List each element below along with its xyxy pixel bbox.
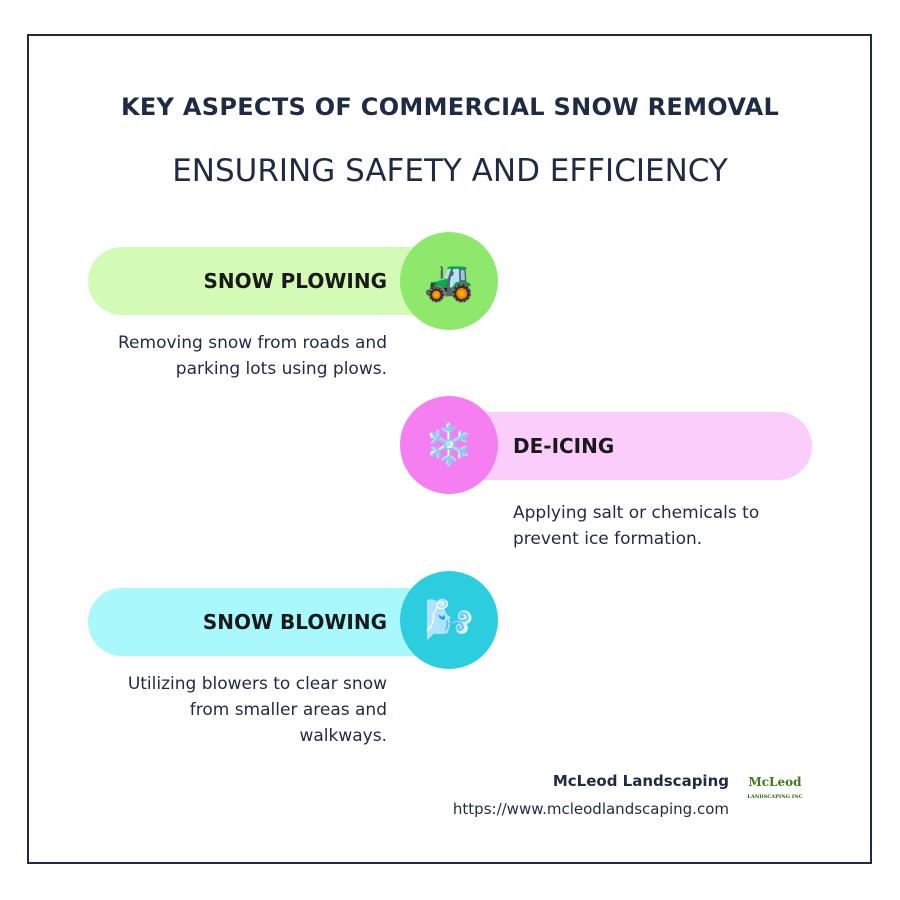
snowflake-icon: ❄️ xyxy=(400,396,498,494)
item-label: SNOW PLOWING xyxy=(203,269,387,293)
de-icing-banner: DE-ICING xyxy=(470,412,812,480)
wind-face-icon: 🌬️ xyxy=(400,571,498,669)
item-label: SNOW BLOWING xyxy=(202,610,387,634)
page-title: KEY ASPECTS OF COMMERCIAL SNOW REMOVAL xyxy=(120,93,780,121)
logo-subtext: LANDSCAPING INC xyxy=(747,794,803,800)
company-logo: McLeod LANDSCAPING INC xyxy=(744,774,806,801)
company-name: McLeod Landscaping xyxy=(552,772,729,790)
infographic-frame xyxy=(27,34,872,864)
item-description: Applying salt or chemicals to prevent ic… xyxy=(513,503,760,549)
item-description: Removing snow from roads and parking lot… xyxy=(118,333,387,379)
item-description: Utilizing blowers to clear snow from sma… xyxy=(127,674,387,746)
snow-plowing-banner: SNOW PLOWING xyxy=(88,247,430,315)
snow-blowing-banner: SNOW BLOWING xyxy=(88,588,430,656)
tractor-icon: 🚜 xyxy=(400,232,498,330)
logo-text: McLeod xyxy=(748,775,802,789)
page-subtitle: ENSURING SAFETY AND EFFICIENCY xyxy=(172,153,728,189)
item-label: DE-ICING xyxy=(513,434,615,458)
company-url[interactable]: https://www.mcleodlandscaping.com xyxy=(452,800,729,818)
